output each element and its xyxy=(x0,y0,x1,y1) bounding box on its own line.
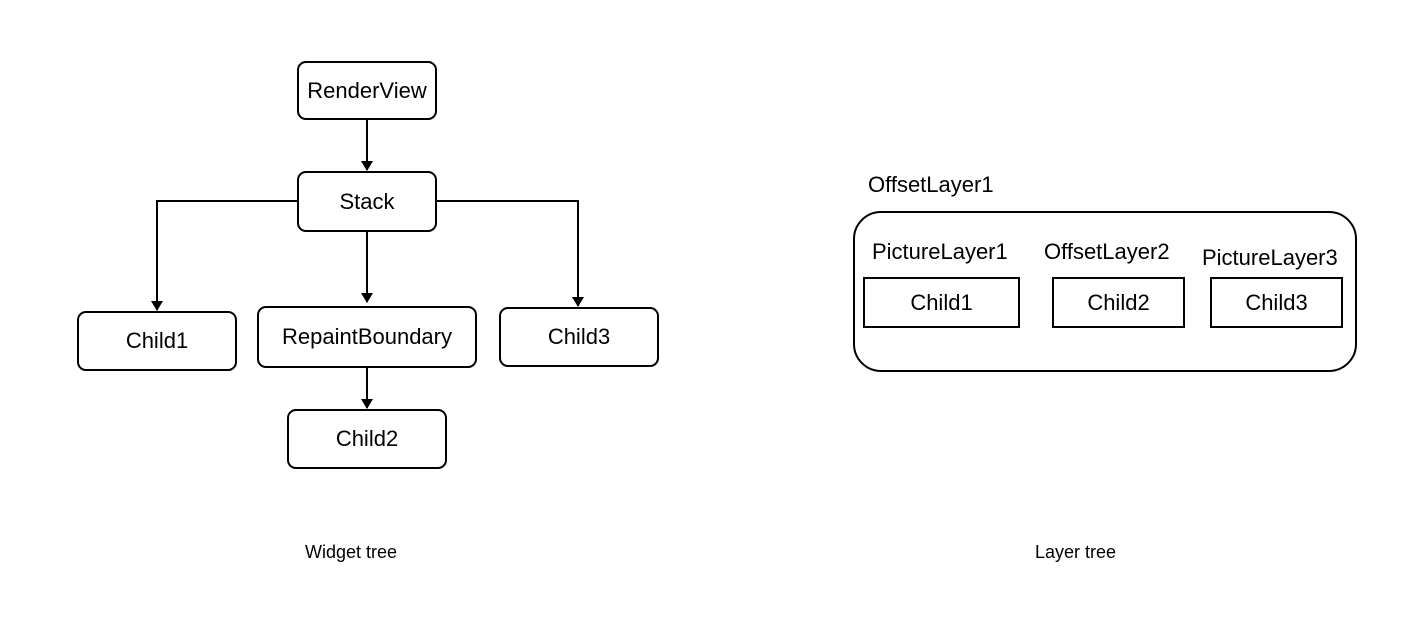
node-child3: Child3 xyxy=(499,307,659,367)
node-stack: Stack xyxy=(297,171,437,232)
edge-stack-to-child1 xyxy=(151,200,297,311)
node-child1: Child1 xyxy=(77,311,237,371)
edge-stack-to-child3 xyxy=(437,200,584,307)
picture-layer1-label: PictureLayer1 xyxy=(872,239,1008,264)
offset-layer1-label: OffsetLayer1 xyxy=(868,172,994,197)
offset-layer1-container xyxy=(853,211,1357,372)
layer-child2: Child2 xyxy=(1052,277,1185,328)
node-child2: Child2 xyxy=(287,409,447,469)
layer-child3: Child3 xyxy=(1210,277,1343,328)
node-repaint-boundary: RepaintBoundary xyxy=(257,306,477,368)
picture-layer3-label: PictureLayer3 xyxy=(1202,245,1338,270)
widget-tree-caption: Widget tree xyxy=(305,542,398,562)
layer-child1: Child1 xyxy=(863,277,1020,328)
layer-tree-caption: Layer tree xyxy=(1035,542,1117,562)
offset-layer2-label: OffsetLayer2 xyxy=(1044,239,1170,264)
node-render-view: RenderView xyxy=(297,61,437,120)
